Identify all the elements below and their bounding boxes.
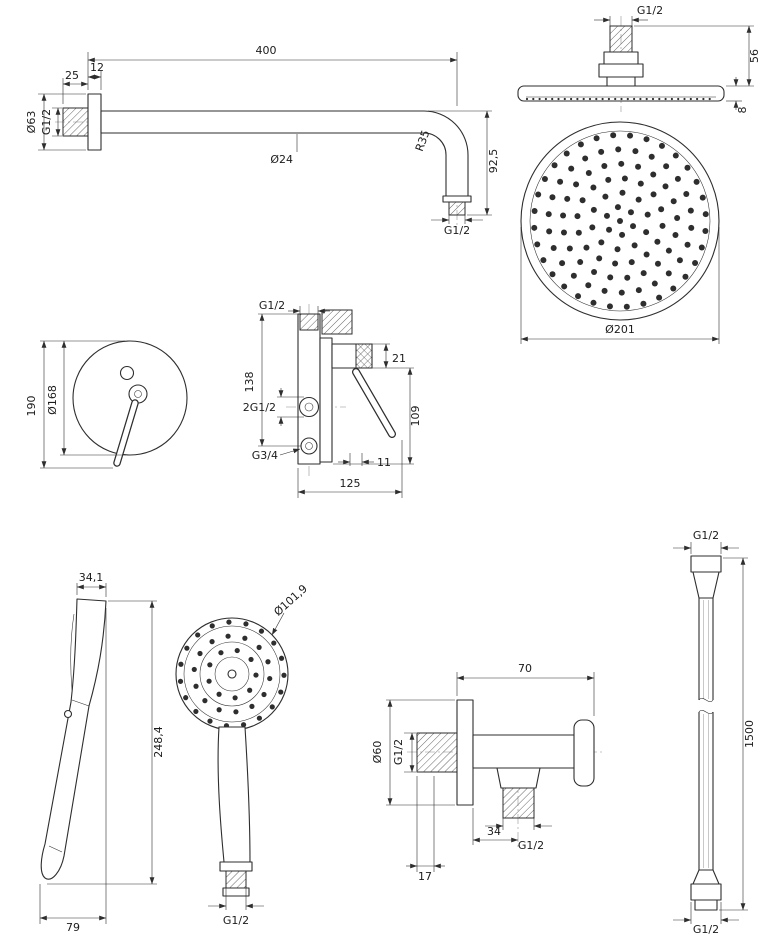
- dim-arm-offset: 25: [65, 69, 79, 82]
- dim-mixer-diameter: Ø168: [46, 385, 59, 415]
- dim-handshower-head-width: 34,1: [79, 571, 104, 584]
- hose-bottom-cone: [692, 869, 720, 885]
- hose-break-top: [698, 698, 714, 702]
- elbow-outlet-thread: [502, 787, 535, 819]
- dim-elbow-flange-diameter: Ø60: [371, 741, 384, 764]
- dim-arm-length: 400: [256, 44, 277, 57]
- dim-elbow-outlet-offset: 34: [487, 825, 501, 838]
- head-face-rim: [529, 130, 711, 312]
- arm-outlet-collar: [442, 195, 472, 203]
- dim-arm-drop: 92,5: [487, 149, 500, 174]
- mixer-side-view: G1/2 138 21 2G1/2 109 G3/4 11 125: [243, 299, 422, 498]
- mixer-wall-section: [321, 309, 353, 335]
- handshower-front-view: Ø101,9 G1/2: [175, 582, 310, 927]
- handshower-body: [40, 598, 107, 880]
- mixer-diverter-knob: [119, 365, 135, 381]
- hose-top-nut: [690, 555, 722, 573]
- handshower-nozzle-pattern: [177, 619, 287, 729]
- dim-head-diameter: Ø201: [605, 323, 635, 336]
- hose-bottom-tip: [694, 899, 718, 911]
- mixer-trim-plate: [319, 337, 333, 463]
- handshower-side-view: 34,1 248,4 79: [39, 571, 165, 934]
- dim-head-thickness: 8: [736, 107, 749, 114]
- mixer-outlet-g34: [300, 437, 318, 455]
- dim-handshower-base: 79: [66, 921, 80, 934]
- arm-escutcheon: [87, 93, 102, 151]
- shower-arm-side-view: 400 25 12 Ø63 G1/2 Ø24 R35 92,5 G1/2: [25, 44, 500, 237]
- dim-elbow-outlet-thread: G1/2: [518, 839, 544, 852]
- dim-arm-tube-diameter: Ø24: [270, 153, 293, 166]
- dim-arm-flange-diameter: Ø63: [25, 111, 38, 134]
- elbow-flange: [456, 699, 474, 806]
- head-connector-nut: [603, 51, 639, 65]
- hose-view: G1/2 1500 G1/2: [673, 529, 756, 935]
- elbow-arm: [472, 734, 579, 769]
- head-nozzle-row: [525, 97, 711, 101]
- dim-hose-top-thread: G1/2: [693, 529, 719, 542]
- hose-top-cone: [692, 571, 720, 599]
- dim-handshower-diameter: Ø101,9: [271, 582, 310, 619]
- dim-mixer-height: 190: [25, 396, 38, 417]
- mixer-outlet-g12: [298, 396, 320, 418]
- head-thread: [609, 25, 633, 53]
- handshower-handle-cap: [219, 861, 253, 872]
- dim-arm-wall-thread: G1/2: [40, 109, 53, 135]
- handshower-thread: [225, 870, 247, 889]
- dim-arm-flange-width: 12: [90, 61, 104, 74]
- dim-handshower-thread: G1/2: [223, 914, 249, 927]
- hose-bottom-nut: [690, 883, 722, 901]
- dim-mixer-top-thread: G1/2: [259, 299, 285, 312]
- dim-mixer-handle-drop: 109: [409, 406, 422, 427]
- elbow-holder: [573, 719, 595, 787]
- handshower-collar: [222, 887, 250, 897]
- hose-break-bottom: [698, 710, 714, 714]
- dim-mixer-height-side: 138: [243, 372, 256, 393]
- mixer-handle-pivot: [128, 384, 148, 404]
- wall-elbow-view: 70 Ø60 G1/2 34 G1/2 17: [371, 662, 602, 883]
- dim-mixer-knob: 21: [392, 352, 406, 365]
- overhead-shower-front-view: Ø201: [520, 121, 720, 344]
- head-neck: [606, 76, 636, 87]
- head-nozzle-pattern: [531, 132, 709, 310]
- hose-body-upper: [698, 598, 714, 700]
- handshower-center-nozzle: [227, 669, 237, 679]
- arm-tube: [100, 110, 469, 197]
- arm-outlet-thread: [448, 201, 466, 216]
- dim-handshower-length: 248,4: [152, 726, 165, 758]
- handshower-hook: [63, 709, 73, 719]
- head-connector-flare: [598, 63, 644, 78]
- dim-head-height: 56: [748, 49, 761, 63]
- mixer-top-thread: [299, 313, 319, 331]
- dim-hose-bottom-thread: G1/2: [693, 923, 719, 935]
- elbow-outlet-cone: [496, 767, 541, 789]
- elbow-inlet-thread: [416, 732, 458, 773]
- arm-wall-thread: [62, 107, 89, 137]
- head-center-nozzle: [617, 218, 623, 224]
- dim-mixer-depth: 125: [340, 477, 361, 490]
- dim-elbow-plate: 17: [418, 870, 432, 883]
- mixer-front-view: 190 Ø168: [25, 340, 188, 469]
- dim-arm-outlet-thread: G1/2: [444, 224, 470, 237]
- dim-elbow-width: 70: [518, 662, 532, 675]
- handshower-handle: [217, 726, 251, 863]
- dim-mixer-outlets: 2G1/2: [243, 401, 276, 414]
- overhead-shower-side-view: G1/2 56 8: [517, 4, 761, 114]
- hose-body-lower: [698, 712, 714, 870]
- dim-mixer-bottom-thread: G3/4: [252, 449, 278, 462]
- dim-mixer-offset: 11: [377, 456, 391, 469]
- mixer-knob-knurl: [355, 343, 373, 369]
- dim-hose-length: 1500: [743, 720, 756, 748]
- dim-elbow-inlet-thread: G1/2: [392, 739, 405, 765]
- dim-head-thread: G1/2: [637, 4, 663, 17]
